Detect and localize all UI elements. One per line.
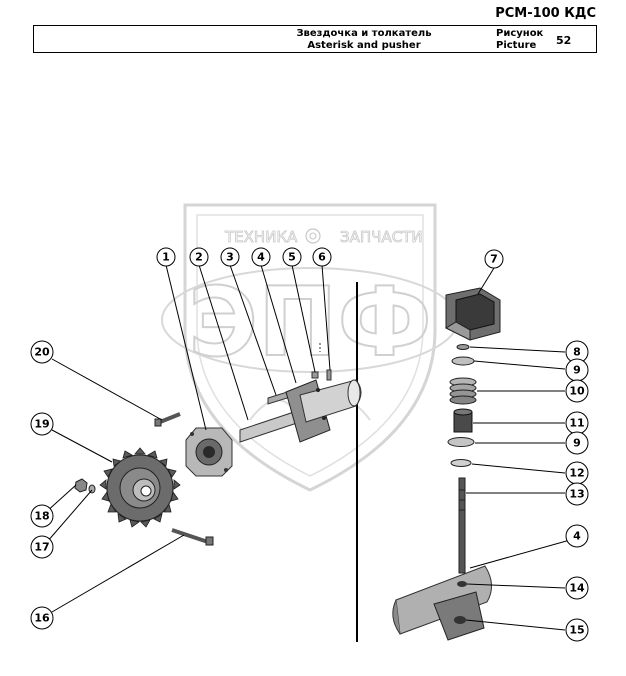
callout-1: 1 [156,247,176,267]
title-ru: Звездочка и толкатель [296,28,432,39]
svg-text:15: 15 [569,624,584,637]
callout-13: 13 [565,482,589,506]
header-box: Звездочка и толкатель Asterisk and pushe… [33,25,597,53]
callout-3: 3 [220,247,240,267]
svg-text:2: 2 [195,251,203,264]
part-bolt-16 [171,528,214,546]
svg-text:4: 4 [257,251,265,264]
part-bracket-7 [444,287,501,341]
gear-icon [305,228,321,244]
leader-lines [44,264,571,631]
callout-12: 12 [565,461,589,485]
svg-text:16: 16 [34,612,50,625]
svg-text:3: 3 [226,251,234,264]
callout-20: 20 [30,340,54,364]
svg-text:12: 12 [569,467,584,480]
callout-18: 18 [30,504,54,528]
callout-16: 16 [30,606,54,630]
callout-4: 4 [251,247,271,267]
part-washer-8 [456,344,470,350]
svg-text:6: 6 [318,251,326,264]
svg-text:20: 20 [34,346,50,359]
callout-15: 15 [565,618,589,642]
part-nut-washer [74,478,96,494]
watermark: ТЕХНИКА ЗАПЧАСТИ ЭПФ [161,203,459,492]
part-shaft-assembly [239,379,362,443]
svg-text:11: 11 [569,417,584,430]
svg-text:8: 8 [573,346,581,359]
callout-6: 6 [312,247,332,267]
callout-17: 17 [30,535,54,559]
svg-text:13: 13 [569,488,584,501]
callout-19: 19 [30,412,54,436]
svg-text:1: 1 [162,251,170,264]
watermark-left-text: ТЕХНИКА [224,228,298,246]
part-spring-10 [449,377,477,405]
part-rod-13 [458,477,466,574]
svg-text:18: 18 [34,510,49,523]
part-small-fasteners [311,343,332,381]
svg-text:4: 4 [573,530,581,543]
svg-text:5: 5 [288,251,296,264]
svg-text:9: 9 [573,437,581,450]
svg-text:19: 19 [34,418,49,431]
watermark-logo: ЭПФ [188,268,431,378]
title-en: Asterisk and pusher [307,40,421,51]
callout-11: 11 [565,411,589,435]
callout-10: 10 [565,379,589,403]
callout-7: 7 [484,249,504,269]
svg-text:14: 14 [569,582,585,595]
svg-text:9: 9 [573,364,581,377]
part-sprocket [99,447,181,528]
picture-label-ru: Рисунок [496,28,544,39]
callout-4-right: 4 [565,524,589,548]
picture-label-en: Picture [496,40,537,51]
callout-2: 2 [189,247,209,267]
callout-9-lower: 9 [565,431,589,455]
svg-text:7: 7 [490,253,498,266]
callout-9-upper: 9 [565,358,589,382]
part-tube-base [392,565,492,641]
part-washer-9b [447,437,475,447]
part-washer-12 [450,459,472,467]
callout-5: 5 [282,247,302,267]
part-bolt-20 [154,412,181,427]
svg-text:17: 17 [34,541,49,554]
svg-text:10: 10 [569,385,585,398]
part-washer-9a [451,356,475,366]
model-name: РСМ-100 КДС [495,6,596,21]
part-flange-housing [185,427,233,477]
callout-14: 14 [565,576,589,600]
part-bushing-11 [453,408,473,433]
watermark-right-text: ЗАПЧАСТИ [340,228,423,246]
picture-number: 52 [556,34,572,47]
